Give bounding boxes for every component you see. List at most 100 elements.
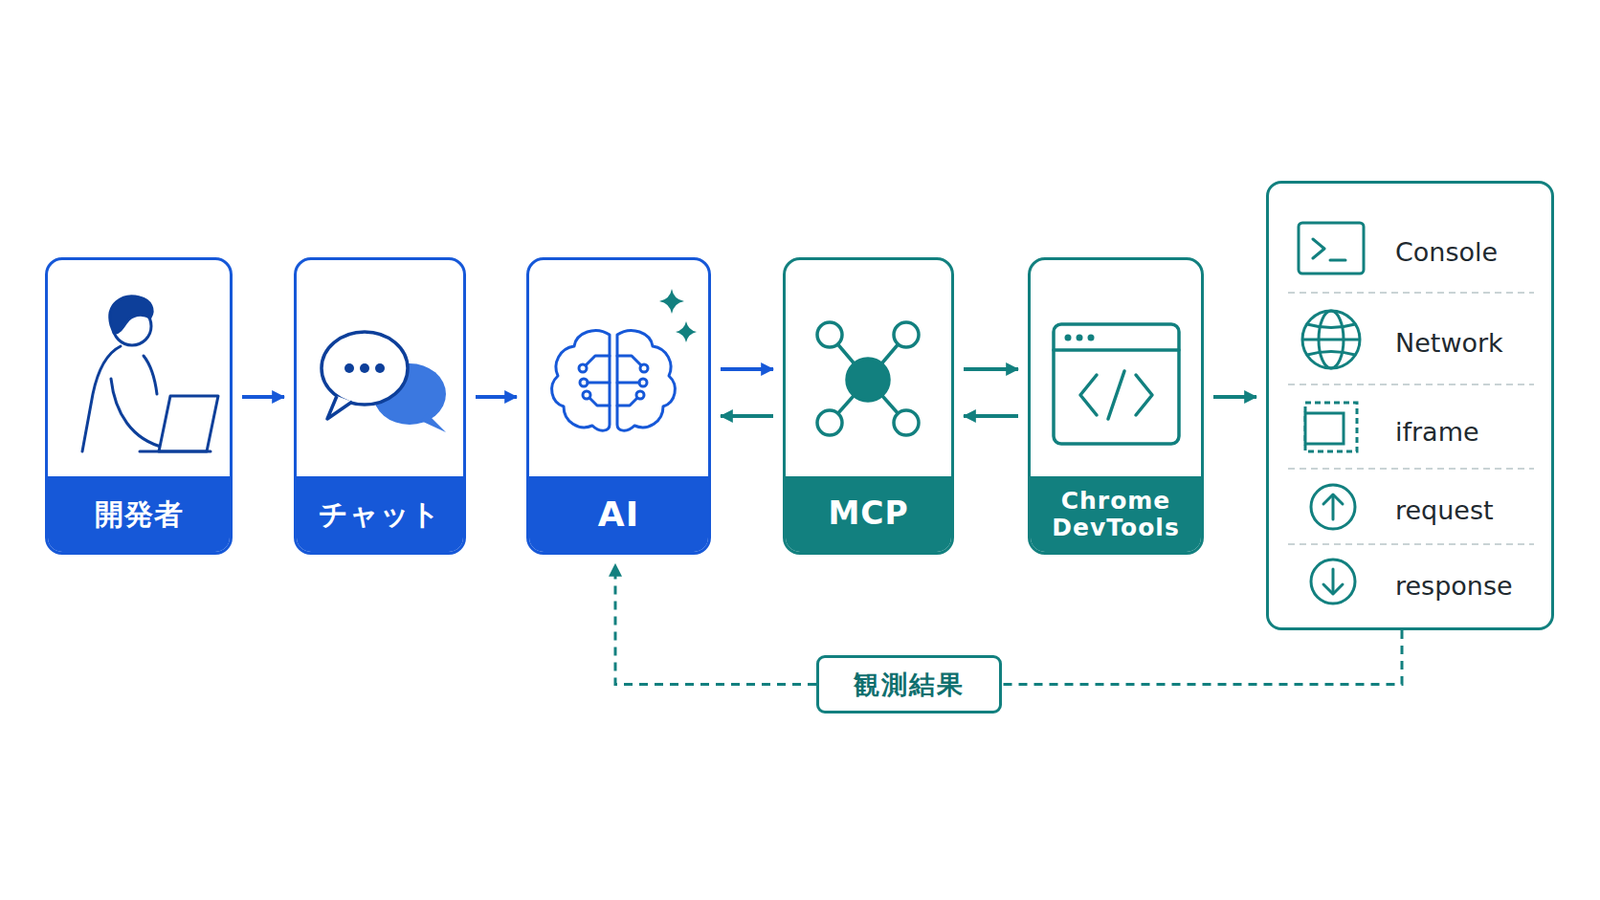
flow-arrow [475,395,517,400]
response-icon-part [1311,559,1356,604]
response-icon-part [1332,569,1335,594]
tool-box: Chrome DevTools [1027,257,1204,556]
request-icon-part [1311,485,1356,530]
hub-icon [817,322,919,436]
flow-arrow [242,395,285,400]
hub-icon-part [817,322,843,348]
iframe-icon-part [1305,402,1357,452]
devtools-icon-part [1053,324,1179,445]
result-label: 観測結果 [853,667,965,703]
interface-box: チャット [293,257,467,556]
chat-icon-part [375,363,385,374]
chat-icon-part [344,363,355,374]
developer-illustration-part [111,378,188,448]
globe-icon [1302,311,1360,369]
actor-box: 開発者 [44,257,233,556]
brain-icon-part [617,355,642,366]
result-label-box: 観測結果 [816,655,1002,714]
brain-icon-part [636,391,645,400]
label-band: チャット [296,476,464,553]
console-icon-part [1312,239,1325,259]
devtools-icon-part [1076,334,1084,342]
devtools-icon-part [1135,375,1153,416]
chat-icon-part [327,396,353,420]
globe-icon-part [1307,324,1356,329]
label-band: MCP [785,476,952,553]
developer-illustration-part [139,450,211,454]
panel-item-label: request [1395,495,1494,526]
hub-icon-part [846,358,889,401]
node-label: MCP [827,496,909,532]
panel-item-label: Console [1395,237,1498,267]
chat-icon-part [359,363,370,374]
sparkle-symbol-part [659,288,685,314]
row-separator [1288,292,1534,545]
sparkle-symbol-part [675,321,697,343]
sparkle-symbol [659,288,697,343]
flow-arrow [720,367,774,372]
developer-illustration-part [110,296,153,334]
iframe-icon-part [1305,413,1344,445]
developer-illustration-part [112,307,152,346]
node-label: 開発者 [94,498,184,531]
chat-icon-part [421,413,446,433]
response-icon [1311,559,1356,604]
node-label: チャット [318,498,442,531]
chat-icon-part [373,363,446,425]
protocol-box: MCP [782,257,955,556]
developer-illustration [82,296,219,452]
node-label: Chrome DevTools [1044,488,1188,541]
row-separator-part [1288,467,1534,470]
request-icon-part [1332,495,1335,520]
process-box: AI [526,257,712,556]
globe-icon-part [1302,311,1360,369]
node-label: AI [598,495,640,534]
chat-icon [321,332,446,433]
label-band: 開発者 [47,476,230,553]
brain-icon-part [589,398,610,406]
brain-icon-part [552,331,610,432]
globe-icon-part [1318,311,1344,369]
brain-icon-part [617,331,675,432]
connector-group [242,369,1402,686]
brain-icon-part [587,381,610,385]
devtools-icon-part [1065,334,1072,342]
response-icon-part [1323,584,1343,595]
console-icon [1298,222,1364,274]
row-separator-part [1288,291,1534,294]
feedback-connector [615,564,817,686]
request-icon [1311,485,1356,530]
label-band: Chrome DevTools [1030,476,1201,553]
devtools-icon-part [1108,371,1125,420]
brain-icon-part [585,355,610,366]
devtools-icon-part [1053,348,1179,353]
chat-icon-part [321,332,408,405]
hub-icon-part [817,410,843,436]
flow-arrow [720,414,774,419]
observation-panel: ConsoleNetwork iframe request response [1266,180,1555,631]
hub-icon-part [867,379,907,423]
brain-icon-part [640,364,648,373]
feedback-connector [1001,630,1402,686]
hub-icon-part [893,322,919,348]
panel-item-label: Network [1395,328,1504,358]
panel-item-label: response [1395,571,1513,601]
brain-icon-part [579,378,588,387]
globe-icon-part [1302,338,1360,342]
developer-illustration-part [158,396,219,452]
developer-illustration-part [82,346,121,452]
panel-item-label: iframe [1395,417,1480,447]
devtools-icon-part [1080,375,1097,416]
label-band: AI [529,476,709,553]
console-icon-part [1330,259,1346,263]
flow-arrow [963,414,1019,419]
brain-icon [552,331,676,432]
hub-icon-part [829,379,868,423]
brain-icon-part [617,398,638,406]
flow-arrow [1213,395,1257,400]
hub-icon-part [829,334,868,380]
